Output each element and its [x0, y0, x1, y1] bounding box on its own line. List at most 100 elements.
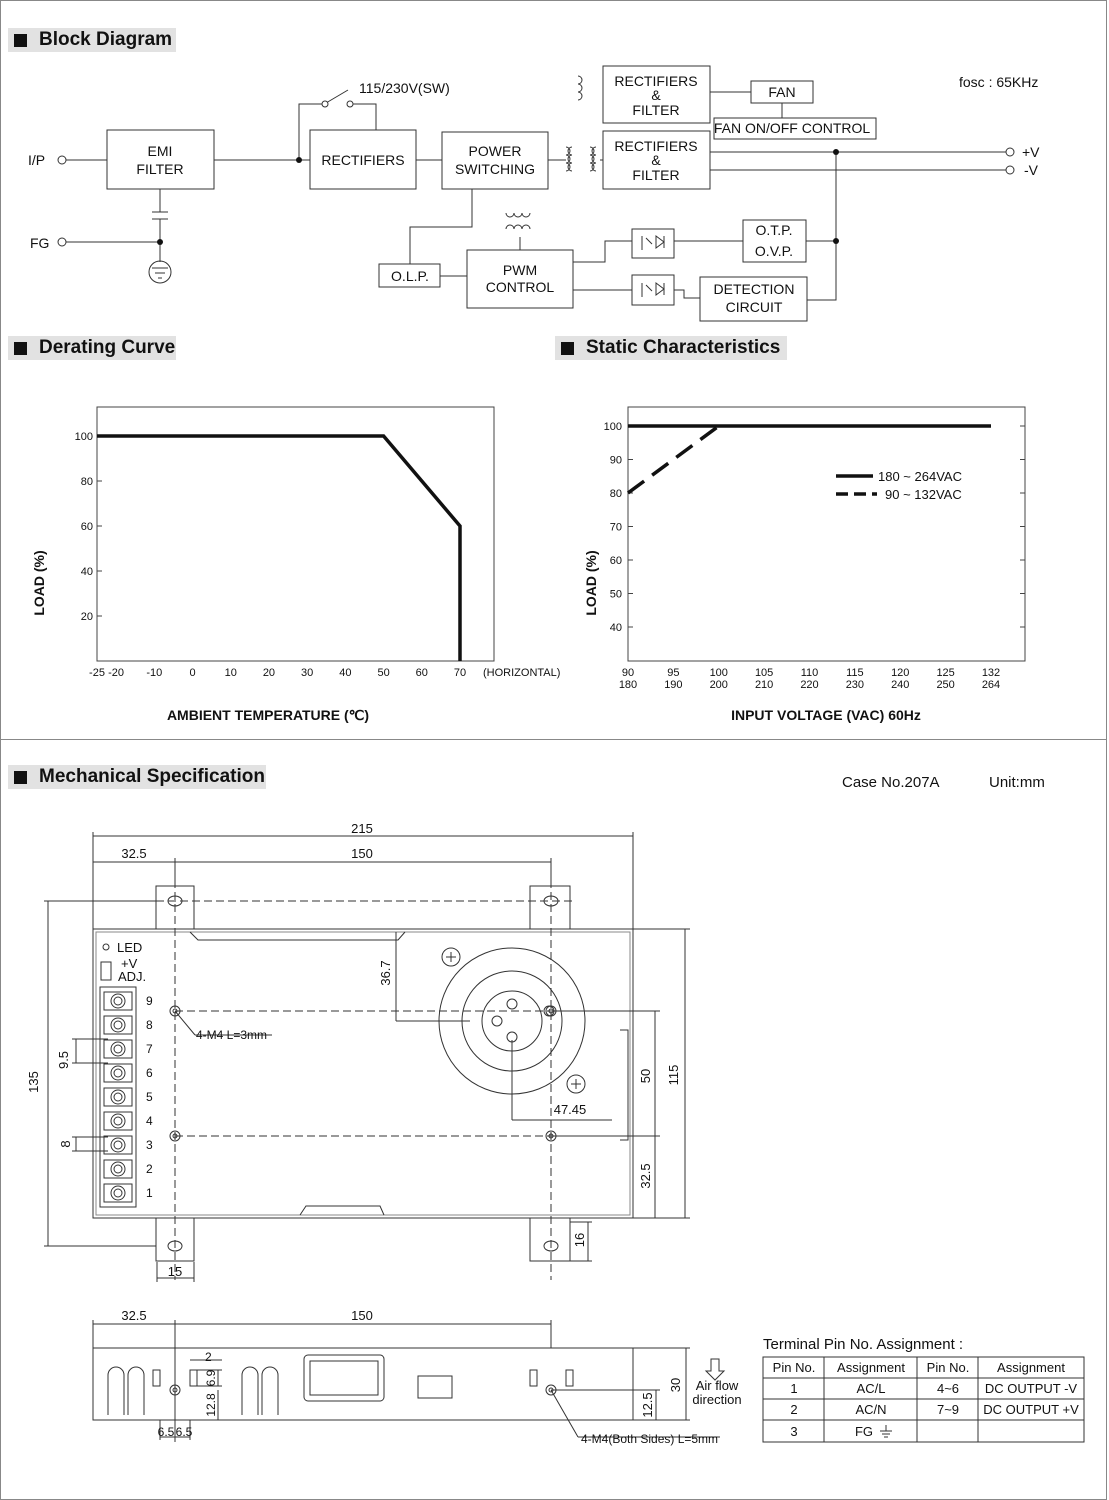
y-tick-label: 20 [81, 611, 93, 623]
terminal-number: 7 [146, 1042, 153, 1056]
optocoupler-upper [631, 228, 675, 259]
screw-icon [110, 1185, 126, 1201]
x-tick-label: -20 [108, 667, 124, 679]
terminal-block [99, 986, 137, 1208]
fan-control-label: FAN ON/OFF CONTROL [714, 120, 871, 136]
terminal-screw [103, 1183, 133, 1203]
x-tick-label: 210 [755, 679, 773, 691]
terminal-table-title: Terminal Pin No. Assignment : [763, 1336, 963, 1353]
table-cell: 2 [790, 1402, 797, 1417]
dimension-6-5: 6.5 [158, 1425, 175, 1439]
dimension-9-5: 9.5 [56, 1051, 71, 1069]
x-tick-label: 40 [339, 667, 351, 679]
table-cell: DC OUTPUT +V [983, 1402, 1079, 1417]
section-title: Derating Curve [39, 337, 176, 358]
bullet-square-icon [14, 33, 27, 47]
table-cell: 7~9 [937, 1402, 959, 1417]
x-tick-label: 220 [800, 679, 818, 691]
earth-ground-icon [148, 260, 172, 284]
table-header: Pin No. [927, 1360, 970, 1375]
dimension-6-5: 6.5 [176, 1425, 193, 1439]
x-tick-label: 95 [667, 667, 679, 679]
plot-frame [96, 406, 495, 662]
dimension-16: 16 [572, 1233, 587, 1247]
terminal-number: 5 [146, 1090, 153, 1104]
ip-label: I/P [28, 152, 45, 168]
x-tick-label: 90 [622, 667, 634, 679]
rectifiers-label: RECTIFIERS [321, 152, 404, 168]
terminal-screw [103, 1063, 133, 1083]
dimension-150: 150 [351, 1308, 373, 1323]
x-tick-label: 20 [263, 667, 275, 679]
screw-icon [110, 1089, 126, 1105]
case-outline [92, 928, 634, 1219]
fan-label: FAN [768, 84, 795, 100]
x-tick-label: 105 [755, 667, 773, 679]
y-tick-label: 60 [81, 521, 93, 533]
section-title: Mechanical Specification [39, 766, 265, 787]
ip-terminal-icon [57, 155, 67, 165]
minus-v-label: -V [1024, 162, 1039, 178]
terminal-number: 8 [146, 1018, 153, 1032]
y-axis-label: LOAD (%) [31, 550, 47, 615]
mounting-ear [529, 1217, 571, 1262]
table-header: Pin No. [773, 1360, 816, 1375]
dimension-115: 115 [666, 1065, 681, 1086]
dimension-215: 215 [351, 821, 373, 836]
pwm-label: CONTROL [486, 279, 555, 295]
x-tick-label: 120 [891, 667, 909, 679]
bullet-square-icon [561, 341, 574, 355]
x-tick-label: 250 [936, 679, 954, 691]
x-tick-label: 240 [891, 679, 909, 691]
y-tick-label: 70 [610, 522, 622, 534]
emi-label: FILTER [136, 161, 183, 177]
dimension-6-9: 6.9 [204, 1369, 218, 1386]
fan-screw-icon [441, 947, 461, 967]
screw-icon [110, 1137, 126, 1153]
x-tick-label: 10 [225, 667, 237, 679]
table-cell: 1 [790, 1381, 797, 1396]
section-header-mechanical: Mechanical Specification [8, 765, 266, 789]
dimension-50: 50 [638, 1069, 653, 1083]
terminal-number: 1 [146, 1186, 153, 1200]
screw-icon [110, 1065, 126, 1081]
y-tick-label: 90 [610, 455, 622, 467]
bullet-square-icon [14, 341, 27, 355]
y-tick-label: 80 [610, 488, 622, 500]
fan-control-box [713, 117, 877, 140]
x-axis-label: AMBIENT TEMPERATURE (℃) [167, 707, 369, 723]
dimension-2: 2 [205, 1350, 212, 1364]
rect-filter-label: RECTIFIERS [614, 138, 697, 154]
dimension-36-7: 36.7 [378, 960, 393, 985]
y-tick-label: 40 [81, 566, 93, 578]
switch-contact-icon [346, 100, 354, 108]
terminal-screw [103, 1087, 133, 1107]
dimension-150: 150 [351, 846, 373, 861]
x-tick-label: 200 [710, 679, 728, 691]
dimension-8: 8 [58, 1140, 73, 1147]
x-tick-label: 50 [377, 667, 389, 679]
power-switching-label: SWITCHING [455, 161, 535, 177]
dimension-12-5: 12.5 [640, 1392, 655, 1417]
rect-filter-label: RECTIFIERS [614, 73, 697, 89]
x-tick-label: 132 [982, 667, 1000, 679]
block-diagram: fosc : 65KHz I/P FG 115/230V(SW) EMI FIL… [28, 65, 1040, 322]
case-side-outline [92, 1347, 634, 1421]
section-header-block-diagram: Block Diagram [8, 28, 176, 52]
y-tick-label: 60 [610, 555, 622, 567]
x-axis-note: (HORIZONTAL) [483, 667, 560, 679]
x-tick-label: 30 [301, 667, 313, 679]
screw-icon [110, 1017, 126, 1033]
x-tick-label: 100 [710, 667, 728, 679]
ovp-label: O.V.P. [755, 243, 793, 259]
rect-filter-label: FILTER [632, 102, 679, 118]
x-tick-label: 110 [801, 667, 819, 679]
dimension-135: 135 [26, 1071, 41, 1093]
terminal-screw [103, 991, 133, 1011]
y-tick-label: 100 [604, 421, 622, 433]
case-number: Case No.207A [842, 774, 940, 791]
section-title: Block Diagram [39, 29, 173, 50]
